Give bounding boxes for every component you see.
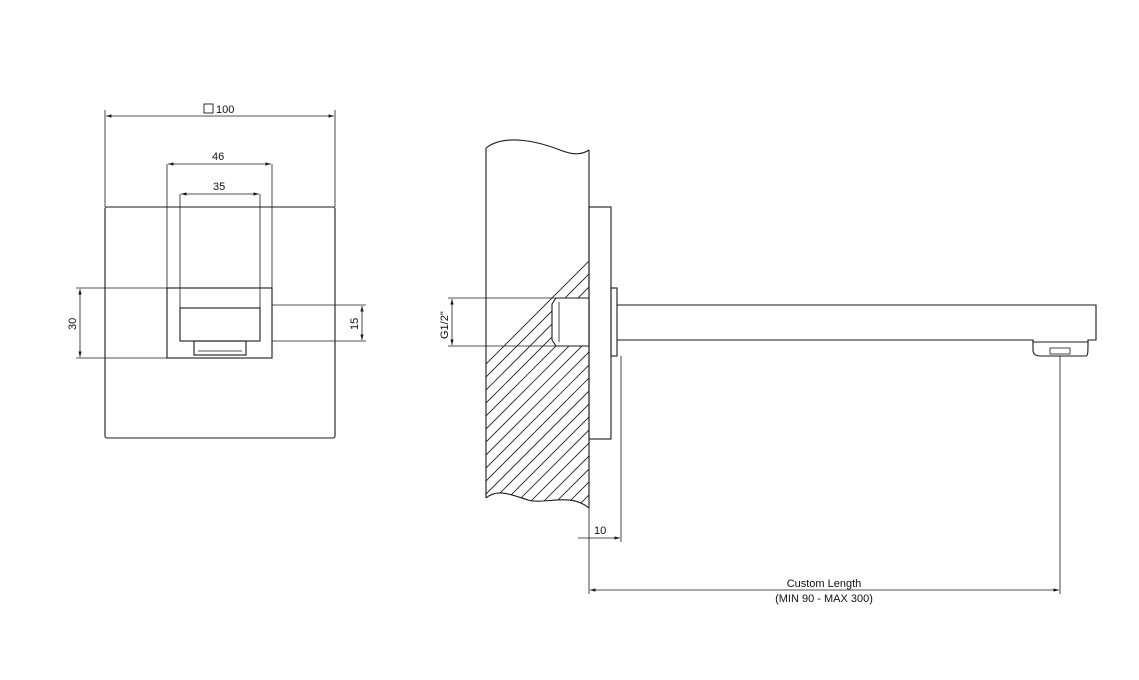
- hatch-line: [486, 139, 589, 509]
- hatch-line: [486, 139, 589, 509]
- dim-inner-spout-label: 35: [213, 181, 225, 193]
- connector-body: [551, 297, 590, 347]
- hatch-line: [486, 139, 589, 509]
- hatch-line: [560, 139, 589, 509]
- spout-outer-outline: [166, 287, 273, 359]
- hatch-line: [886, 130, 1139, 510]
- hatch-line: [486, 139, 589, 509]
- hatch-line: [912, 130, 1139, 510]
- hatch-line: [521, 139, 589, 509]
- hatch-line: [808, 130, 1139, 510]
- hatch-line: [600, 130, 980, 510]
- dim-height-15-label: 15: [349, 318, 361, 330]
- dim-width-label: 100: [216, 104, 234, 116]
- hatch-line: [508, 139, 589, 509]
- hatch-line: [486, 139, 589, 509]
- hatch-line: [717, 130, 1097, 510]
- thread-label: G1/2": [439, 311, 451, 339]
- hatch-line: [730, 130, 1110, 510]
- hatch-line: [495, 139, 589, 509]
- hatch-line: [782, 130, 1139, 510]
- square-icon: [203, 103, 214, 114]
- hatch-line: [652, 130, 1032, 510]
- dim-height-30-label: 30: [67, 318, 79, 330]
- hatch-line: [639, 130, 1019, 510]
- hatch-line: [626, 130, 1006, 510]
- spout-inner-body: [179, 307, 261, 342]
- front-view: 100 46 35 30 15: [67, 103, 366, 439]
- hatch-line: [486, 139, 589, 509]
- hatch-line: [873, 130, 1139, 510]
- hatch-line: [704, 130, 1084, 510]
- hatch-line: [925, 130, 1139, 510]
- spout-arm: [617, 304, 1097, 343]
- hatch-line: [795, 130, 1139, 510]
- aerator: [193, 340, 247, 356]
- hatch-line: [486, 139, 589, 509]
- side-view: G1/2" 10 Custom Length (MIN 90 - MAX 300…: [439, 130, 1139, 605]
- wall-section: [485, 130, 1139, 510]
- hatch-line: [486, 139, 589, 509]
- hatch-line: [486, 139, 589, 509]
- custom-length-label: Custom Length: [787, 578, 862, 590]
- hatch-line: [860, 130, 1139, 510]
- hatch-line: [834, 130, 1139, 510]
- hatch-line: [573, 139, 589, 509]
- dim-outer-spout-label: 46: [212, 151, 224, 163]
- hatch-line: [769, 130, 1139, 510]
- hatch-line: [847, 130, 1139, 510]
- plate-collar: [610, 287, 618, 357]
- hatch-line: [586, 139, 589, 509]
- side-aerator: [1032, 340, 1089, 357]
- wall-plate: [588, 206, 612, 440]
- plate-thickness-label: 10: [594, 525, 606, 537]
- hatch-line: [665, 130, 1045, 510]
- hatch-line: [547, 139, 589, 509]
- hatch-line: [678, 130, 1058, 510]
- hatch-line: [743, 130, 1123, 510]
- hatch-line: [613, 130, 993, 510]
- hatch-line: [756, 130, 1136, 510]
- hatch-line: [938, 130, 1139, 510]
- hatch-line: [821, 130, 1139, 510]
- hatch-line: [899, 130, 1139, 510]
- cover-plate: [104, 206, 336, 439]
- hatch-line: [691, 130, 1071, 510]
- hatch-line: [534, 139, 589, 509]
- custom-length-range: (MIN 90 - MAX 300): [775, 593, 873, 605]
